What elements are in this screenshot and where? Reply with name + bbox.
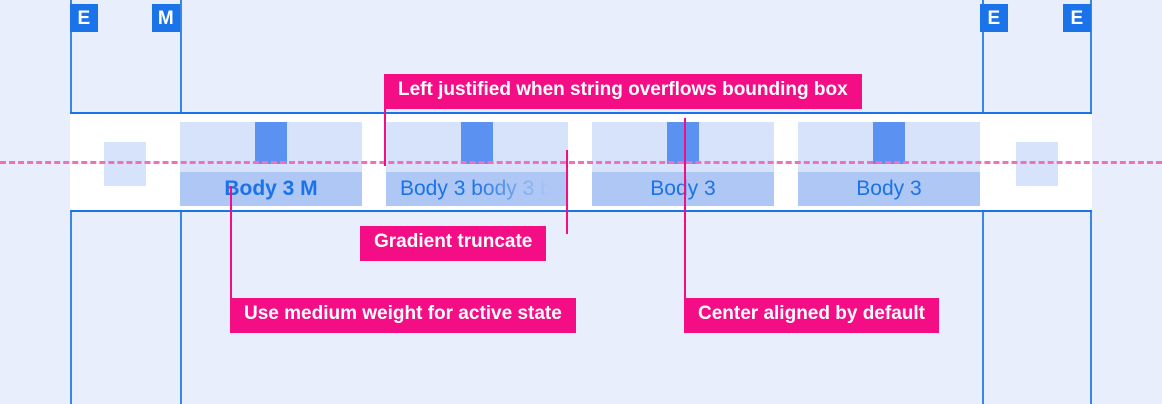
left-edge-placeholder <box>104 142 146 186</box>
leader-center-aligned <box>684 118 686 300</box>
tab-label-row: Body 3 <box>592 172 774 206</box>
tab-label-row: Body 3 M <box>180 172 362 206</box>
badge-label: E <box>77 7 91 29</box>
tab-icon-row <box>798 122 980 172</box>
tab-icon-placeholder-icon <box>255 122 287 164</box>
tab-icon-placeholder-icon <box>873 122 905 164</box>
tab-icon-row <box>386 122 568 172</box>
tab-label: Body 3 <box>650 177 716 200</box>
edge-badge-right-inner: E <box>980 4 1008 32</box>
annotation-left-justified: Left justified when string overflows bou… <box>384 74 862 109</box>
badge-label: M <box>157 7 175 29</box>
badge-label: E <box>987 7 1001 29</box>
tab-label: Body 3 <box>856 177 922 200</box>
leader-medium-weight <box>230 186 232 300</box>
tab-icon-row <box>180 122 362 172</box>
tab-label: Body 3 M <box>224 177 318 200</box>
right-edge-placeholder <box>1016 142 1058 186</box>
leader-gradient-truncate <box>566 150 568 234</box>
leader-left-justified <box>384 104 386 166</box>
margin-badge-left-inner: M <box>152 4 180 32</box>
annotation-gradient-truncate: Gradient truncate <box>360 226 547 261</box>
annotation-center-aligned: Center aligned by default <box>684 298 939 333</box>
badge-label: E <box>1070 7 1084 29</box>
tab-label: Body 3 body 3 body 3 <box>400 177 568 200</box>
tab-icon-placeholder-icon <box>667 122 699 164</box>
annotation-medium-weight: Use medium weight for active state <box>230 298 576 333</box>
tab-label-row: Body 3 <box>798 172 980 206</box>
tab-item-3[interactable]: Body 3 <box>592 114 774 210</box>
edge-badge-left-outer: E <box>70 4 98 32</box>
tab-icon-placeholder-icon <box>461 122 493 164</box>
tab-label-row: Body 3 body 3 body 3 <box>386 172 568 206</box>
edge-badge-right-outer: E <box>1063 4 1091 32</box>
tab-icon-row <box>592 122 774 172</box>
vertical-center-guide <box>0 161 1162 164</box>
